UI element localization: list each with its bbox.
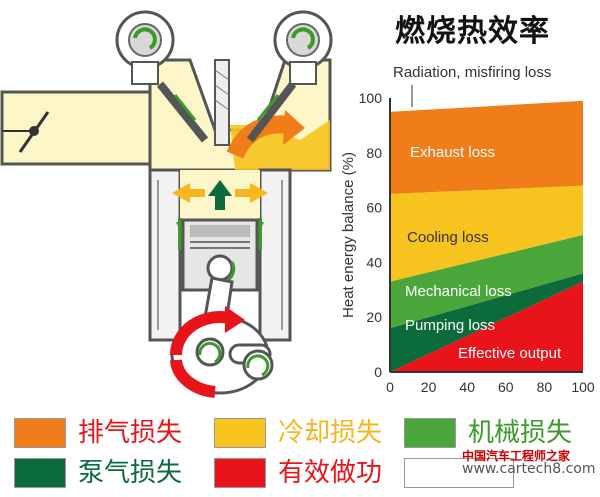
legend-label-effective: 有效做功 <box>278 458 383 488</box>
annotation-mechanical: Mechanical loss <box>405 283 512 300</box>
legend-swatch-cooling <box>214 418 266 448</box>
x-tick-label: 20 <box>421 379 437 395</box>
x-tick-label: 40 <box>459 379 475 395</box>
band-exhaust-loss <box>390 100 583 194</box>
x-tick-labels: 0 20 40 60 80 100 <box>386 379 595 395</box>
x-tick-label: 100 <box>571 379 595 395</box>
band-radiation-misfiring-loss <box>390 98 583 112</box>
y-tick-label: 40 <box>366 254 382 270</box>
band-pumping-loss <box>390 273 583 372</box>
legend-swatch-exhaust <box>14 418 66 448</box>
annotation-exhaust: Exhaust loss <box>410 144 495 161</box>
x-tick-label: 80 <box>537 379 553 395</box>
y-tick-label: 60 <box>366 200 382 216</box>
annotation-radiation: Radiation, misfiring loss <box>393 64 551 81</box>
annotation-effective: Effective output <box>458 345 562 362</box>
intake-pipe <box>0 90 154 166</box>
x-tick-label: 60 <box>498 379 514 395</box>
band-mechanical-loss <box>390 235 583 329</box>
spark-plug <box>214 59 230 146</box>
piston <box>181 218 259 292</box>
page-title: 燃烧热效率 <box>395 14 550 49</box>
valves <box>156 81 297 143</box>
y-tick-label: 80 <box>366 145 382 161</box>
y-tick-label: 0 <box>374 364 382 380</box>
combustion-arrows <box>172 180 268 250</box>
band-effective-output <box>390 281 583 372</box>
annotation-cooling: Cooling loss <box>407 229 489 246</box>
exhaust-cam <box>273 10 333 85</box>
annotation-pumping: Pumping loss <box>405 317 495 334</box>
y-tick-label: 20 <box>366 309 382 325</box>
intake-cam <box>115 10 175 85</box>
watermark-cn: 中国汽车工程师之家 <box>462 449 571 463</box>
legend-label-mechanical: 机械损失 <box>468 418 573 448</box>
y-axis-label: Heat energy balance (%) <box>340 152 357 318</box>
x-tick-label: 0 <box>386 379 394 395</box>
y-tick-labels: 0 20 40 60 80 100 <box>359 90 383 380</box>
chart-bands <box>390 98 583 372</box>
crankshaft <box>170 276 274 398</box>
legend-swatch-radiation <box>404 458 514 488</box>
y-tick-label: 100 <box>359 90 383 106</box>
legend-swatch-effective <box>214 458 266 488</box>
legend-swatch-mechanical <box>404 418 456 448</box>
legend-swatch-pumping <box>14 458 66 488</box>
watermark-url: www.cartech8.com <box>462 461 596 477</box>
band-cooling-loss <box>390 185 583 282</box>
legend-label-exhaust: 排气损失 <box>78 418 183 448</box>
chart-axes <box>389 98 583 373</box>
legend-label-pumping: 泵气损失 <box>78 458 183 488</box>
legend-label-cooling: 冷却损失 <box>278 418 383 448</box>
